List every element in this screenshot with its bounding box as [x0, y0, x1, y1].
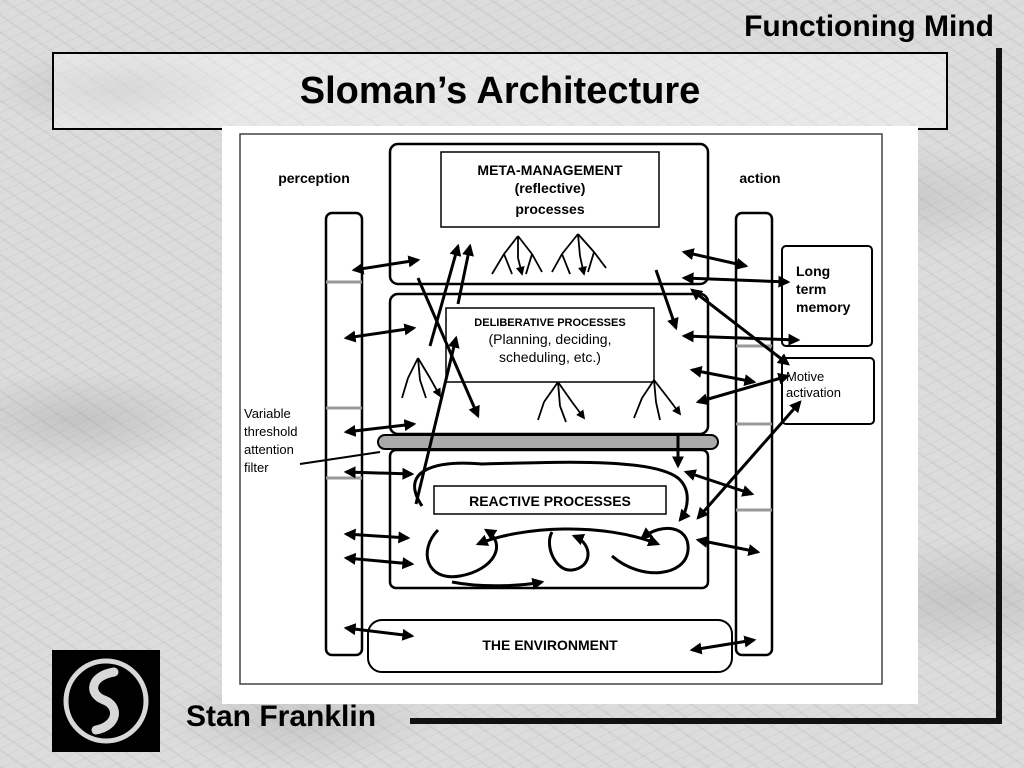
frame-border-right [996, 48, 1002, 724]
meta-label-line2: (reflective) [515, 180, 586, 196]
process-tree-glyphs [401, 233, 680, 422]
reactive-loops [413, 460, 691, 590]
ltm-label-line3: memory [796, 299, 851, 315]
motive-label-line2: activation [786, 385, 841, 400]
meta-label-line1: META-MANAGEMENT [477, 162, 623, 178]
perception-arrows [343, 255, 421, 641]
reactive-label: REACTIVE PROCESSES [469, 493, 631, 509]
header-title: Functioning Mind [744, 10, 994, 43]
filter-pointer-line [299, 451, 381, 465]
filter-label-line3: attention [244, 442, 294, 457]
meta-label-line3: processes [515, 201, 584, 217]
stylized-s-logo-icon [63, 658, 149, 744]
filter-label-line4: filter [244, 460, 269, 475]
motive-label-line1: Motive [786, 369, 824, 384]
perception-column [324, 211, 364, 657]
perception-label: perception [278, 170, 350, 186]
architecture-diagram: perception action META-MANAGEMENT (refle… [239, 133, 883, 685]
environment-label: THE ENVIRONMENT [482, 637, 618, 653]
frame-border-bottom [410, 718, 1002, 724]
action-arrows [681, 248, 802, 655]
filter-label-line1: Variable [244, 406, 291, 421]
ltm-label-line2: term [796, 281, 826, 297]
logo [52, 650, 160, 752]
delib-label-line3: scheduling, etc.) [499, 349, 601, 365]
delib-label-line2: (Planning, deciding, [489, 331, 612, 347]
action-label: action [739, 170, 780, 186]
filter-label-line2: threshold [244, 424, 297, 439]
slide-title-box: Sloman’s Architecture [52, 52, 948, 130]
slide-title: Sloman’s Architecture [299, 69, 701, 112]
diagram-border [239, 133, 883, 685]
diagram-panel: perception action META-MANAGEMENT (refle… [222, 126, 918, 704]
author-name: Stan Franklin [186, 700, 377, 733]
delib-label-box [445, 307, 655, 383]
reactive-label-box [433, 485, 667, 515]
delib-label-line1: DELIBERATIVE PROCESSES [474, 317, 625, 329]
ltm-label-line1: Long [796, 263, 830, 279]
meta-label-box [440, 151, 660, 228]
cross-layer-arrows [414, 243, 684, 505]
